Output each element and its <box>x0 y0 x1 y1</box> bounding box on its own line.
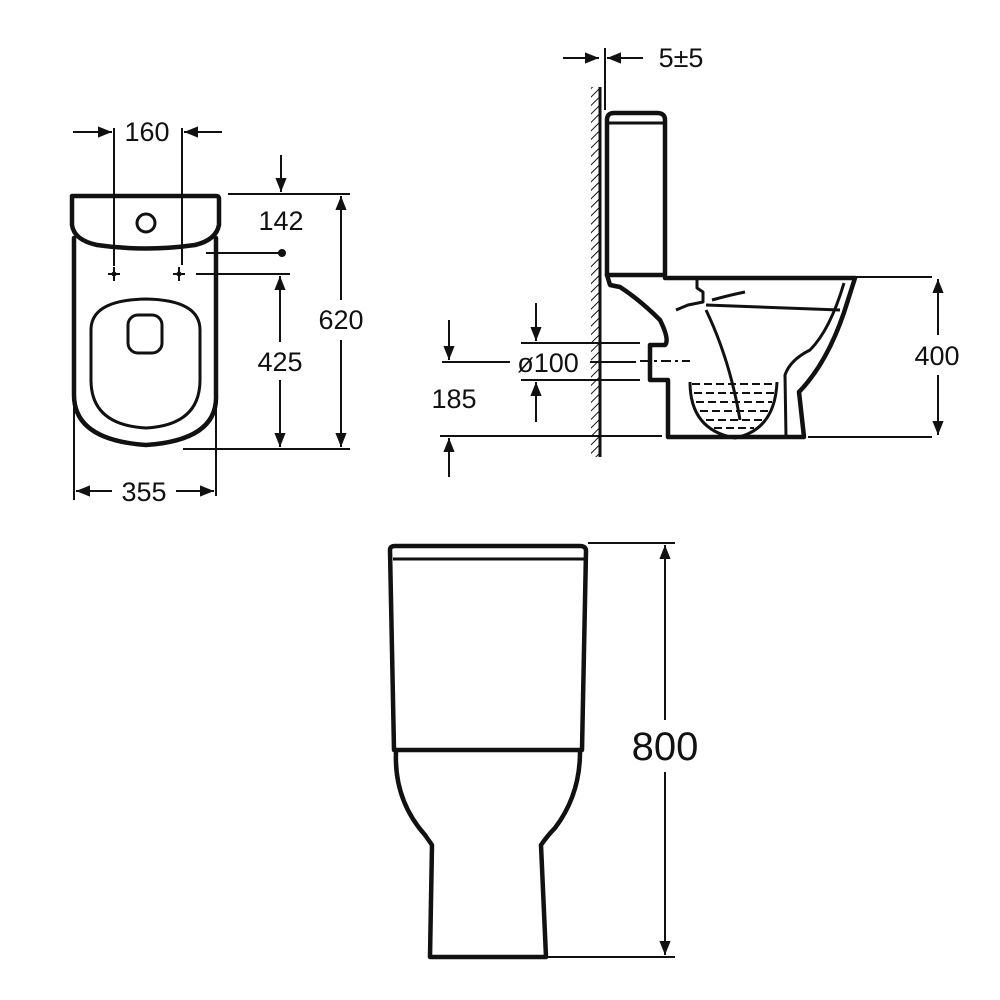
side-view: 5±5 ø100 185 <box>431 43 960 477</box>
plan-view: 160 142 425 620 355 <box>69 117 364 507</box>
front-view: 800 <box>387 542 699 960</box>
fixing-point-right-icon <box>173 267 185 281</box>
dim-outlet-diameter: ø100 <box>517 348 579 378</box>
plan-cistern-outline <box>69 193 222 251</box>
dim-width: 355 <box>121 477 166 507</box>
dim-overall-height: 800 <box>632 725 699 769</box>
dim-outlet-height: 185 <box>431 384 476 414</box>
dim-wall-gap: 5±5 <box>659 43 704 73</box>
dim-fixing-to-front: 425 <box>257 347 302 377</box>
dim-seat-height: 400 <box>914 341 959 371</box>
wall-hatching <box>591 87 600 457</box>
plan-seat-opening <box>126 313 164 355</box>
plan-seat-outline <box>89 297 202 430</box>
plan-bowl-outline <box>71 235 219 448</box>
dim-cistern-depth: 142 <box>258 206 303 236</box>
dimension-dot-icon <box>278 249 286 257</box>
front-pan-outline <box>393 749 583 960</box>
front-cistern-outline <box>387 543 589 753</box>
flush-button-icon <box>135 212 157 234</box>
dim-fixing-centres: 160 <box>124 117 169 147</box>
side-cistern-outline <box>604 110 668 278</box>
fixing-point-left-icon <box>108 267 120 281</box>
side-bowl-outline <box>604 272 858 440</box>
dim-overall-depth: 620 <box>318 305 363 335</box>
